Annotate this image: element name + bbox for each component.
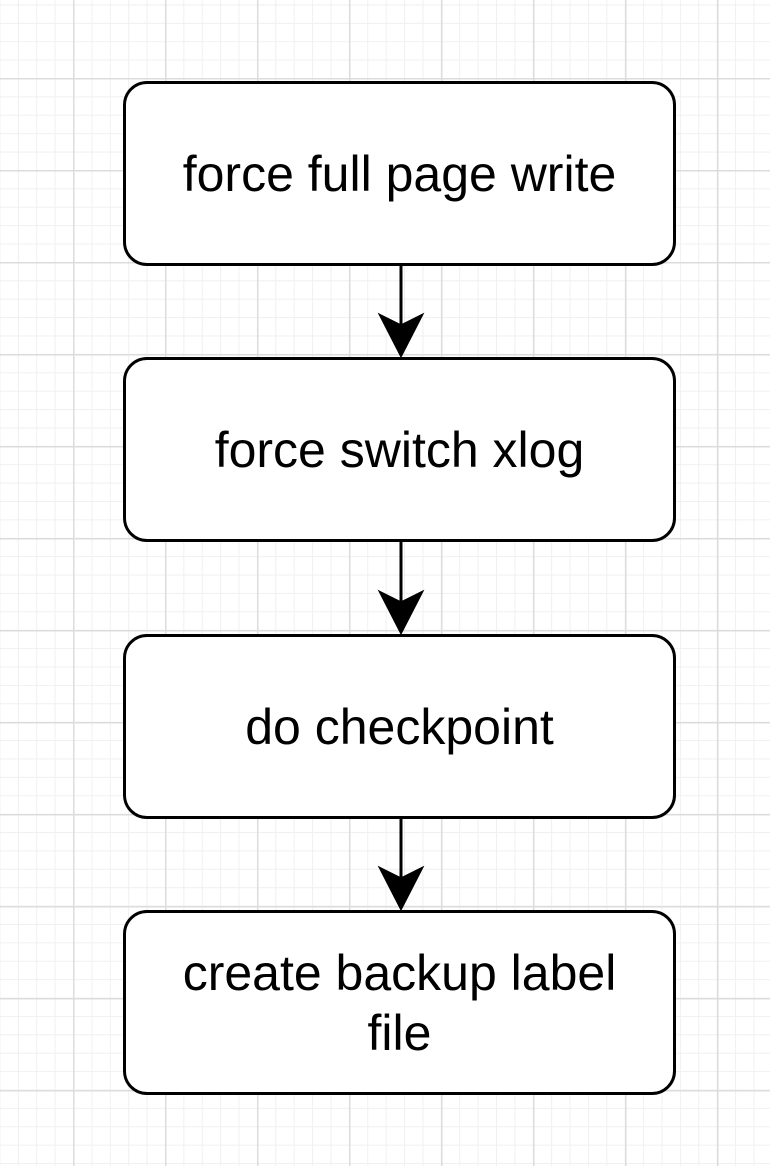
node-label: force switch xlog: [214, 421, 585, 478]
node-label: create backup label file: [182, 944, 617, 1061]
arrow-force-switch-xlog-to-do-checkpoint: [377, 541, 425, 636]
node-force-switch-xlog[interactable]: force switch xlog: [123, 357, 676, 542]
arrow-force-full-page-write-to-force-switch-xlog: [377, 265, 425, 359]
node-do-checkpoint[interactable]: do checkpoint: [123, 634, 676, 819]
node-create-backup-label-file[interactable]: create backup label file: [123, 910, 676, 1095]
node-force-full-page-write[interactable]: force full page write: [123, 81, 676, 266]
node-label: force full page write: [182, 145, 617, 202]
arrow-do-checkpoint-to-create-backup-label-file: [377, 818, 425, 912]
node-label: do checkpoint: [245, 698, 554, 755]
